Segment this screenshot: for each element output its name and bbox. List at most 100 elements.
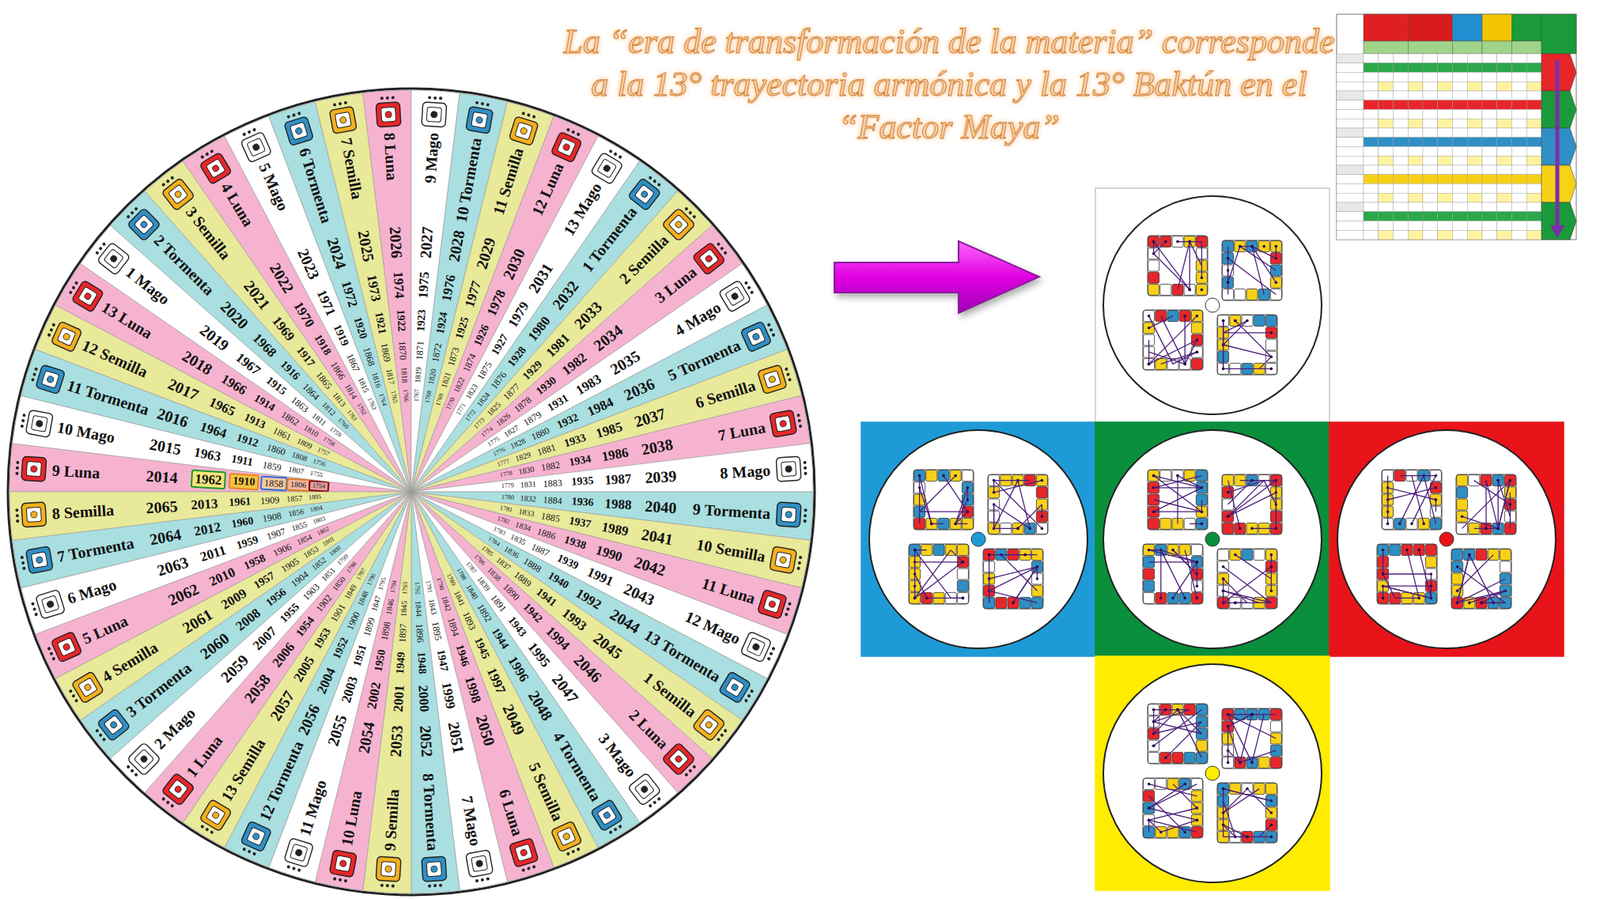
table-cell bbox=[1482, 184, 1498, 194]
table-cell bbox=[1497, 81, 1513, 91]
year-number: 2014 bbox=[145, 468, 178, 486]
tone-dot bbox=[165, 800, 171, 806]
harmonic-line bbox=[1184, 316, 1186, 365]
harmonic-line bbox=[915, 549, 927, 551]
harmonic-line bbox=[1252, 246, 1264, 296]
line-dot bbox=[1195, 350, 1200, 354]
tone-dot bbox=[526, 866, 531, 871]
harmonic-line bbox=[1149, 784, 1186, 809]
table-cell bbox=[1422, 63, 1438, 73]
table-cell bbox=[1512, 230, 1528, 240]
table-cell bbox=[1482, 174, 1498, 185]
table-cell bbox=[1512, 221, 1528, 231]
harmonic-line bbox=[1240, 245, 1253, 247]
harmonic-line bbox=[1252, 246, 1276, 284]
glyph-cell bbox=[1418, 518, 1430, 530]
glyph-body bbox=[375, 102, 401, 128]
glyph-mark bbox=[295, 127, 303, 136]
glyph-body bbox=[465, 850, 494, 878]
table-row-head bbox=[1336, 90, 1364, 101]
table-cell bbox=[1482, 63, 1498, 73]
table-cell bbox=[1526, 147, 1542, 157]
line-dot bbox=[1270, 823, 1274, 827]
line-dot bbox=[1422, 522, 1426, 526]
table-cell bbox=[1526, 174, 1542, 185]
glyph-body bbox=[71, 671, 104, 704]
table-cell bbox=[1497, 155, 1513, 166]
year-number: 1858 bbox=[264, 477, 284, 490]
glyph-mark bbox=[704, 254, 714, 264]
table-header-cell bbox=[1363, 14, 1408, 42]
glyph-inner bbox=[56, 637, 76, 657]
glyph-cell bbox=[1389, 544, 1401, 557]
glyph-body bbox=[97, 242, 131, 276]
table-row-head bbox=[1336, 109, 1364, 120]
glyph-frame bbox=[1221, 474, 1283, 535]
glyph-inner bbox=[133, 214, 154, 235]
glyph-body bbox=[329, 105, 357, 134]
table-cell bbox=[1452, 184, 1468, 194]
harmonic-line bbox=[993, 480, 995, 493]
table-cell bbox=[1407, 118, 1423, 129]
line-dot bbox=[1233, 319, 1237, 323]
glyph-inner bbox=[26, 461, 42, 477]
seal-glyph bbox=[508, 838, 541, 874]
table-cell bbox=[1437, 72, 1453, 83]
harmonic-line bbox=[955, 523, 968, 525]
tone-dot bbox=[433, 884, 437, 888]
line-dot bbox=[987, 577, 992, 581]
glyph-cell bbox=[1234, 288, 1246, 300]
glyph-cell bbox=[933, 544, 945, 557]
line-dot bbox=[1381, 572, 1385, 576]
table-cell bbox=[1512, 118, 1528, 129]
line-dot bbox=[1176, 708, 1180, 712]
glyph-inner bbox=[514, 843, 534, 863]
glyph-mark bbox=[83, 291, 92, 301]
center-dot bbox=[1205, 532, 1220, 547]
harmonic-line bbox=[1457, 578, 1506, 603]
glyph-inner bbox=[426, 106, 442, 122]
glyph-mark bbox=[639, 785, 649, 795]
glyph-cell bbox=[956, 580, 969, 592]
harmonic-line bbox=[1228, 258, 1277, 296]
glyph-inner bbox=[168, 779, 189, 800]
tone-dot bbox=[252, 127, 257, 132]
table-cell bbox=[1378, 72, 1394, 83]
glyph-inner bbox=[775, 552, 792, 569]
year-number: 2040 bbox=[644, 498, 678, 516]
table-cell bbox=[1422, 118, 1438, 129]
table-cell bbox=[1482, 211, 1498, 222]
year-number: 1897 bbox=[397, 623, 408, 644]
harmonic-line bbox=[1223, 567, 1272, 604]
harmonic-line bbox=[926, 597, 964, 599]
harmonic-line bbox=[1153, 253, 1191, 291]
glyph-cell bbox=[1425, 544, 1437, 557]
cube-face bbox=[1095, 188, 1330, 423]
harmonic-line bbox=[1161, 316, 1185, 365]
seal-glyph bbox=[740, 631, 778, 666]
harmonic-line bbox=[1177, 710, 1202, 734]
line-dot bbox=[1152, 240, 1156, 244]
table-cell bbox=[1512, 147, 1528, 157]
table-cell bbox=[1422, 230, 1438, 240]
tone-dot bbox=[49, 328, 53, 333]
table-cell bbox=[1482, 90, 1498, 101]
table-cell bbox=[1393, 184, 1409, 194]
tone-dot bbox=[247, 849, 252, 854]
tone-dot bbox=[286, 865, 291, 870]
harmonic-line bbox=[1160, 550, 1162, 599]
tone-dot bbox=[744, 280, 749, 285]
line-dot bbox=[1238, 245, 1242, 249]
glyph-cell bbox=[1160, 283, 1172, 296]
table-cell bbox=[1393, 128, 1409, 138]
line-dot bbox=[930, 522, 934, 526]
line-dot bbox=[1386, 522, 1390, 526]
harmonic-line bbox=[1252, 246, 1276, 259]
glyph-cell bbox=[1143, 592, 1155, 604]
harmonic-line bbox=[1235, 555, 1272, 579]
table-cell bbox=[1482, 109, 1498, 120]
harmonic-line bbox=[1275, 480, 1277, 530]
table-row-head bbox=[1336, 221, 1364, 231]
tone-dot bbox=[767, 322, 772, 327]
line-dot bbox=[1496, 479, 1500, 483]
